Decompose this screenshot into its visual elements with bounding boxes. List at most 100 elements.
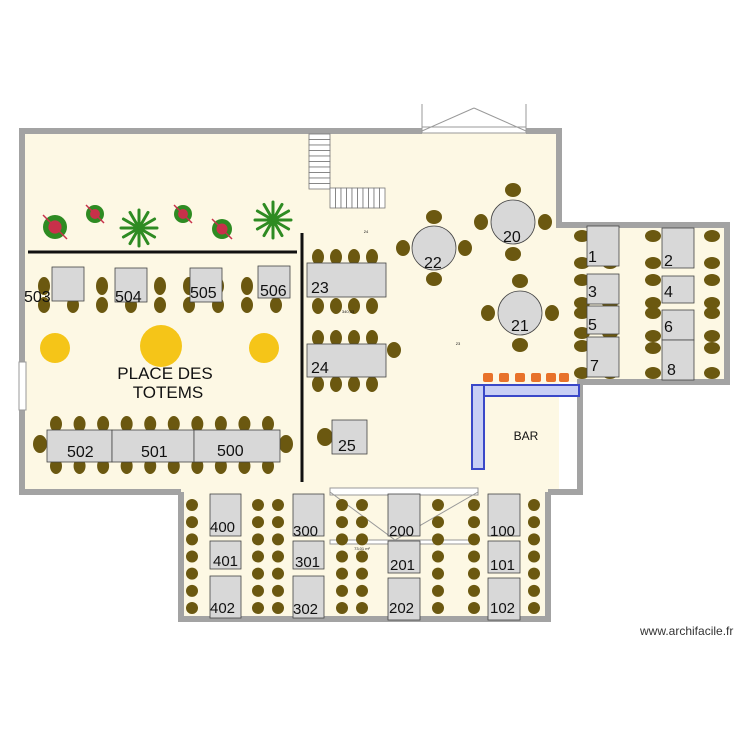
chair-139 [432, 516, 444, 529]
chair-91 [645, 274, 661, 286]
stair-step [308, 183, 331, 190]
chair-109 [186, 602, 198, 614]
chair-42 [330, 249, 342, 265]
chair-118 [272, 516, 284, 529]
chair-98 [704, 330, 720, 342]
chair-101 [645, 367, 661, 379]
stair-step [357, 187, 364, 209]
table-number: 101 [490, 557, 515, 574]
table-number: 302 [293, 601, 318, 618]
chair-77 [574, 297, 590, 309]
table-number: 506 [260, 283, 287, 300]
table-500: 500 [193, 429, 281, 463]
table-number: 25 [338, 438, 356, 455]
table-number: 505 [190, 285, 217, 302]
chair-25 [191, 416, 204, 432]
table-top [661, 275, 695, 304]
table-top [209, 575, 242, 619]
table-top [586, 336, 620, 378]
totems-zone-label-line2: TOTEMS [133, 383, 204, 402]
plant-icon [85, 204, 105, 224]
dimension-label-a: 24 [364, 229, 369, 234]
table-top [411, 225, 457, 271]
chair-147 [468, 533, 480, 546]
table-top [306, 262, 387, 298]
table-number: 20 [503, 229, 521, 246]
plant-icon [253, 200, 293, 240]
table-top [209, 540, 242, 570]
chair-132 [356, 516, 368, 529]
table-number: 4 [664, 284, 673, 301]
table-101: 101 [487, 540, 521, 574]
chair-136 [356, 584, 368, 597]
chair-66 [538, 214, 552, 230]
bar-stool-3 [515, 373, 525, 382]
chair-135 [356, 567, 368, 580]
chair-131 [356, 499, 368, 511]
table-number: 22 [424, 255, 442, 272]
chair-140 [432, 533, 444, 546]
stair-step [308, 150, 331, 157]
stair-step [346, 187, 353, 209]
chair-94 [704, 297, 720, 309]
table-302: 302 [292, 575, 325, 619]
table-number: 502 [67, 444, 94, 461]
table-top [292, 540, 325, 570]
chair-23 [144, 416, 157, 432]
chair-124 [336, 499, 348, 511]
table-top [387, 540, 421, 574]
chair-110 [252, 499, 264, 511]
table-200: 200 [387, 493, 421, 540]
chair-128 [336, 567, 348, 580]
table-20: 20 [490, 199, 536, 246]
chair-54 [330, 376, 342, 392]
table-23: 23 [306, 262, 387, 298]
stair-step [373, 187, 380, 209]
bar-zone-label: BAR [514, 429, 539, 443]
chair-100 [704, 342, 720, 354]
chair-137 [356, 602, 368, 614]
table-top [306, 343, 387, 378]
table-301: 301 [292, 540, 325, 571]
table-top [114, 267, 148, 303]
table-number: 400 [210, 519, 235, 536]
totem-2 [140, 325, 182, 367]
chair-63 [505, 183, 521, 197]
table-top [497, 290, 543, 336]
chair-52 [366, 330, 378, 346]
table-300: 300 [292, 493, 325, 540]
chair-153 [528, 516, 540, 529]
stair-step [308, 177, 331, 184]
staircase [308, 133, 386, 209]
left-window [18, 361, 27, 411]
chair-105 [186, 533, 198, 546]
chair-93 [645, 297, 661, 309]
chair-122 [272, 584, 284, 597]
chair-127 [336, 550, 348, 563]
chair-113 [252, 550, 264, 563]
chair-155 [528, 550, 540, 563]
chair-146 [468, 516, 480, 529]
table-number: 5 [588, 317, 597, 334]
chair-106 [186, 550, 198, 563]
chair-138 [432, 499, 444, 511]
table-502: 502 [46, 429, 113, 463]
bar-stool-4 [531, 373, 541, 382]
table-400: 400 [209, 493, 242, 537]
chair-60 [426, 272, 442, 286]
table-8: 8 [661, 339, 695, 381]
stair-step [308, 155, 331, 162]
table-501: 501 [111, 429, 195, 463]
chair-133 [356, 533, 368, 546]
chair-64 [505, 247, 521, 261]
chair-62 [458, 240, 472, 256]
chair-59 [426, 210, 442, 224]
chair-68 [512, 338, 528, 352]
totem-3 [249, 333, 279, 363]
chair-152 [528, 499, 540, 511]
table-503: 503 [24, 266, 85, 306]
plant-icon [119, 208, 159, 248]
chair-144 [432, 602, 444, 614]
chair-20 [73, 416, 86, 432]
